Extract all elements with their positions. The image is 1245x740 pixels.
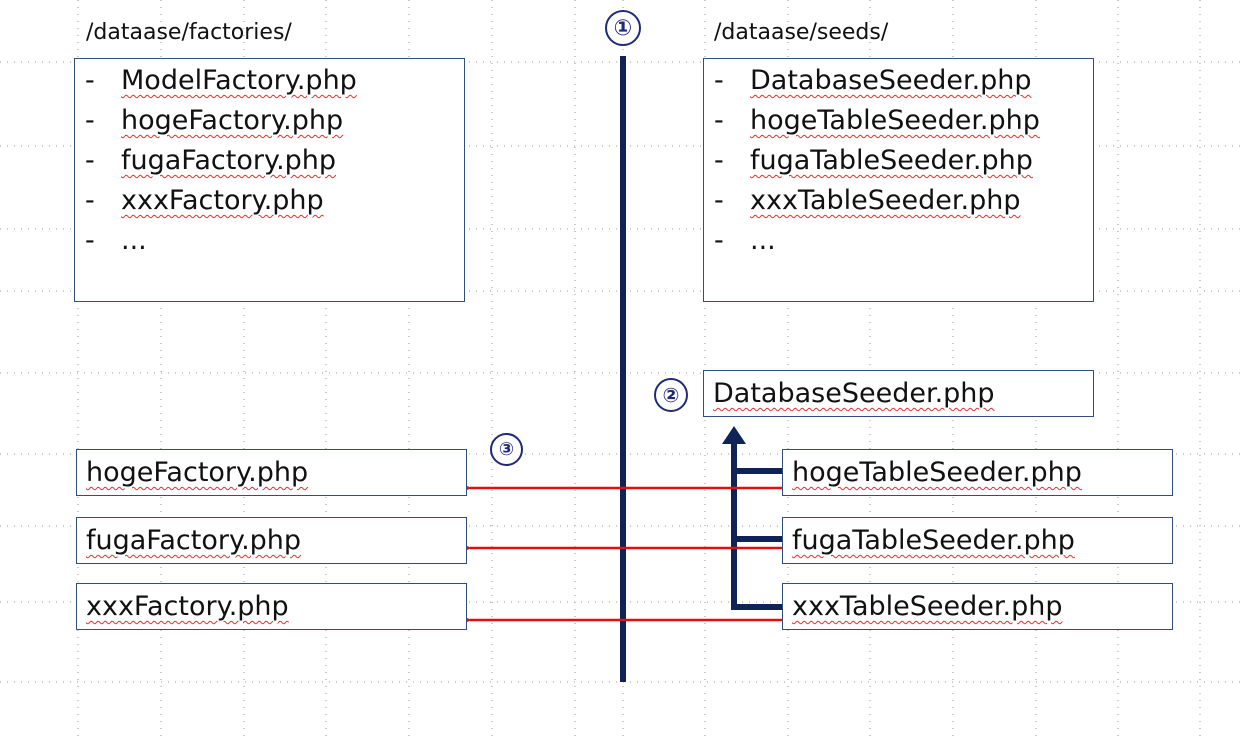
seeder-trunk-line <box>731 440 737 610</box>
ellipsis: ... <box>121 225 147 256</box>
xxx-factory-box: xxxFactory.php <box>76 583 467 630</box>
xxx-branch-line <box>731 604 784 610</box>
hoge-factory-name: hogeFactory.php <box>86 457 309 488</box>
factory-file-name: ModelFactory.php <box>121 65 357 96</box>
list-item: -DatabaseSeeder.php <box>714 65 1032 96</box>
hoge-table-seeder-name: hogeTableSeeder.php <box>792 457 1082 488</box>
fuga-factory-name: fugaFactory.php <box>86 525 302 556</box>
list-item: -hogeTableSeeder.php <box>714 105 1040 136</box>
fuga-table-seeder-box: fugaTableSeeder.php <box>782 517 1173 564</box>
list-item: -ModelFactory.php <box>85 65 357 96</box>
factory-file-name: xxxFactory.php <box>121 185 324 216</box>
fuga-branch-line <box>731 536 784 542</box>
factory-file-name: fugaFactory.php <box>121 145 337 176</box>
step-3-marker: ③ <box>490 433 523 466</box>
database-seeder-box: DatabaseSeeder.php <box>703 370 1094 417</box>
factories-path-label: /dataase/factories/ <box>86 20 292 45</box>
list-item: -... <box>85 225 147 256</box>
list-item: -fugaFactory.php <box>85 145 337 176</box>
seed-file-name: fugaTableSeeder.php <box>750 145 1033 176</box>
step-2-marker: ② <box>654 378 688 412</box>
hoge-branch-line <box>731 468 784 474</box>
seeder-arrowhead <box>722 426 746 444</box>
xxx-table-seeder-box: xxxTableSeeder.php <box>782 583 1173 630</box>
seed-file-name: DatabaseSeeder.php <box>750 65 1032 96</box>
factories-file-list: -ModelFactory.php -hogeFactory.php -fuga… <box>74 58 465 302</box>
xxx-table-seeder-name: xxxTableSeeder.php <box>792 591 1063 622</box>
seeds-path-label: /dataase/seeds/ <box>714 20 889 45</box>
divider-line <box>620 56 626 682</box>
hoge-factory-box: hogeFactory.php <box>76 449 467 496</box>
list-item: -hogeFactory.php <box>85 105 344 136</box>
list-item: -fugaTableSeeder.php <box>714 145 1033 176</box>
factory-file-name: hogeFactory.php <box>121 105 344 136</box>
xxx-factory-name: xxxFactory.php <box>86 591 289 622</box>
list-item: -xxxTableSeeder.php <box>714 185 1021 216</box>
step-1-marker: ① <box>605 10 641 46</box>
database-seeder-name: DatabaseSeeder.php <box>713 378 995 409</box>
fuga-factory-box: fugaFactory.php <box>76 517 467 564</box>
fuga-table-seeder-name: fugaTableSeeder.php <box>792 525 1075 556</box>
ellipsis: ... <box>750 225 776 256</box>
list-item: -xxxFactory.php <box>85 185 324 216</box>
hoge-table-seeder-box: hogeTableSeeder.php <box>782 449 1173 496</box>
seed-file-name: hogeTableSeeder.php <box>750 105 1040 136</box>
list-item: -... <box>714 225 776 256</box>
seeds-file-list: -DatabaseSeeder.php -hogeTableSeeder.php… <box>703 58 1094 302</box>
seed-file-name: xxxTableSeeder.php <box>750 185 1021 216</box>
